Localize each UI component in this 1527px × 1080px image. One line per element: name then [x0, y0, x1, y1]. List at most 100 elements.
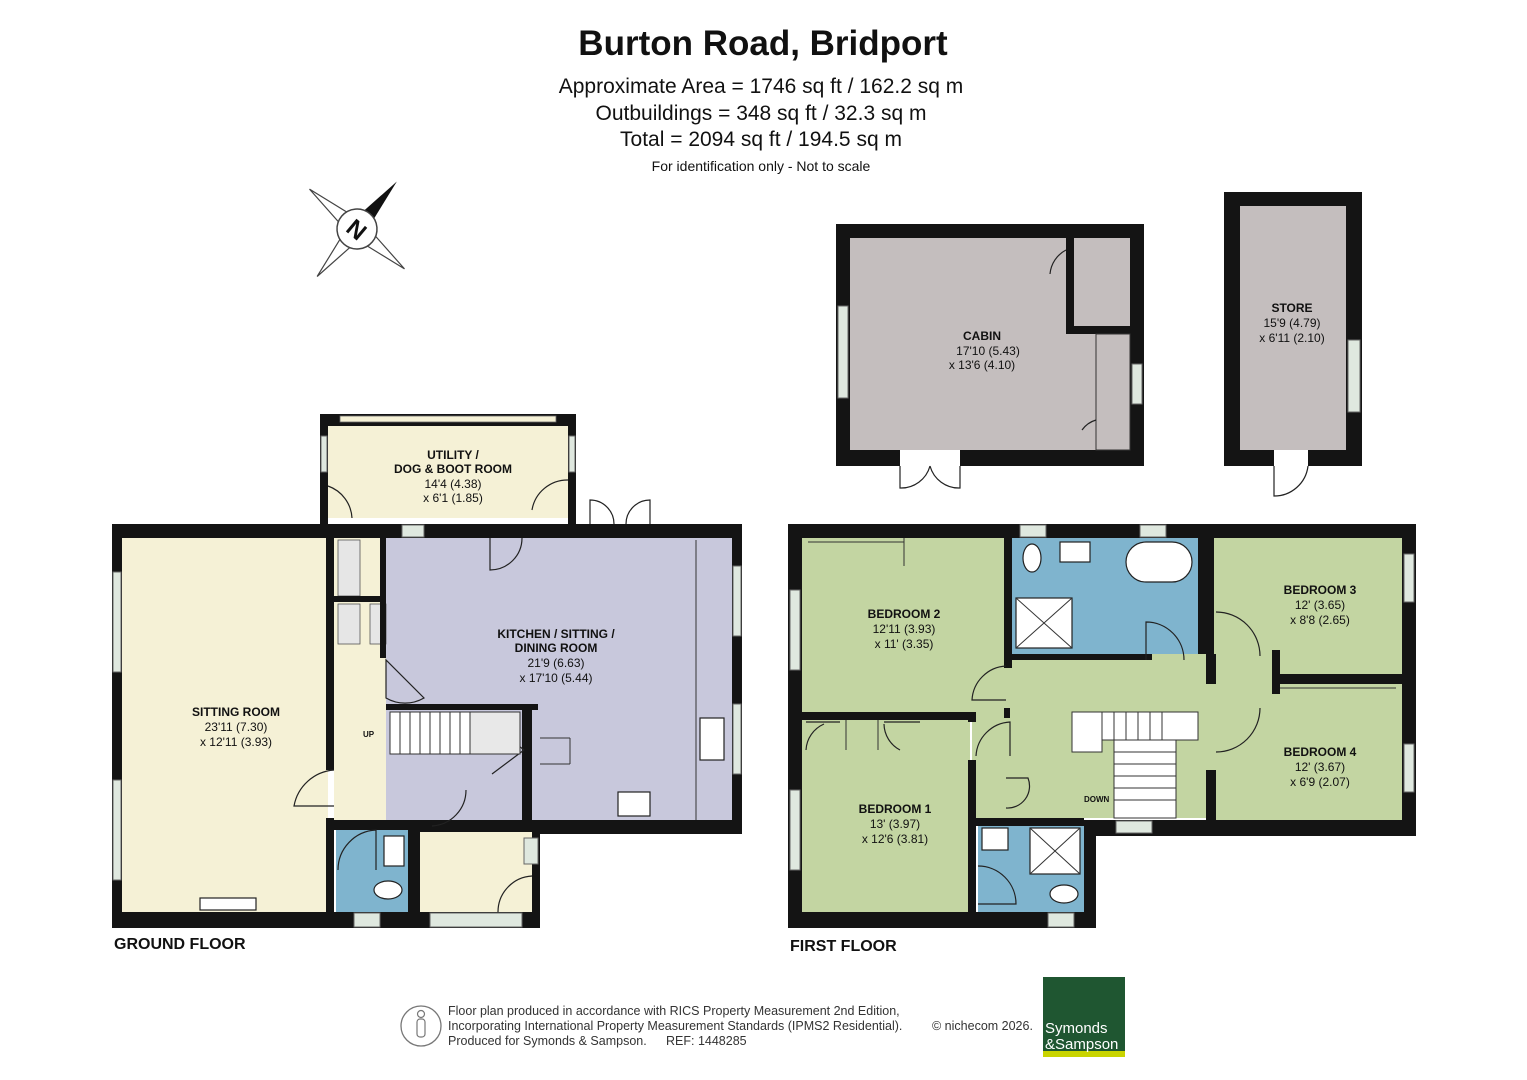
sitting-dim-2: x 12'11 (3.93) — [200, 735, 272, 749]
cabin-wall-bottom-left — [836, 450, 900, 466]
ipms-head — [416, 1009, 426, 1019]
store-room — [1240, 206, 1346, 450]
bedroom3-door — [1215, 611, 1261, 657]
cabin-dim-1: 17'10 (5.43) — [956, 344, 1020, 358]
compass-ring — [336, 208, 378, 250]
first-room-labels: BEDROOM 2 12'11 (3.93) x 11' (3.35) BEDR… — [790, 583, 1357, 955]
sitting-window-1 — [112, 571, 122, 673]
sitting-room — [122, 538, 328, 912]
ensuite-toilet — [1049, 884, 1079, 904]
bathroom-basin — [1059, 541, 1091, 563]
utility-window-top — [339, 415, 557, 423]
kitchen-dim-2: x 17'10 (5.44) — [519, 671, 592, 685]
area-line: Approximate Area = 1746 sq ft / 162.2 sq… — [559, 75, 964, 98]
first-stairs: DOWN — [1071, 711, 1199, 819]
first-stair-upper — [1071, 711, 1103, 753]
cabin-cupboard-wall — [1066, 238, 1074, 330]
first-stair-lower — [1113, 739, 1177, 819]
wc-door — [337, 829, 377, 871]
cabin-shower-area — [1095, 333, 1131, 451]
sitting-wall-top — [112, 524, 334, 538]
first-floor-label: FIRST FLOOR — [790, 938, 897, 955]
wc-basin — [383, 835, 405, 867]
bedroom3-wall-corner — [1272, 650, 1280, 694]
compass-icon: N — [309, 181, 405, 277]
stair-wall — [386, 704, 538, 710]
wc-wall-top — [334, 820, 408, 830]
store-building: STORE 15'9 (4.79) x 6'11 (2.10) — [1224, 192, 1362, 497]
footer: Floor plan produced in accordance with R… — [400, 977, 1125, 1057]
cabin-door-right — [929, 465, 961, 489]
bedroom3-dim-2: x 8'8 (2.65) — [1290, 613, 1350, 627]
bedroom2-room — [802, 538, 1006, 716]
bedroom3-wall-bottom — [1272, 674, 1402, 684]
store-wall-left — [1224, 192, 1240, 466]
store-wall-bottom-right — [1308, 450, 1362, 466]
store-window — [1347, 339, 1361, 413]
porch-door — [431, 789, 467, 827]
fireplace — [199, 897, 257, 911]
kitchen-wall-bottom — [532, 820, 742, 834]
kitchen-name-2: DINING ROOM — [515, 641, 598, 655]
kitchen-room — [386, 538, 732, 820]
kitchen-dim-1: 21'9 (6.63) — [528, 656, 585, 670]
bedroom1-window — [789, 789, 801, 871]
utility-room — [328, 426, 568, 518]
store-wall-bottom-left — [1224, 450, 1274, 466]
bedroom2-dim-2: x 11' (3.35) — [875, 637, 934, 651]
store-wall-right — [1346, 192, 1362, 466]
cupboard-1 — [337, 539, 361, 597]
cabin-cupboard-wall-bottom — [1066, 326, 1130, 334]
bedroom4-door — [1215, 707, 1261, 753]
logo-stripe — [1043, 1051, 1125, 1057]
cupboard-wall — [334, 596, 380, 602]
sitting-name: SITTING ROOM — [192, 705, 280, 719]
bedroom-divider-end — [968, 712, 976, 722]
utility-dim-1: 14'4 (4.38) — [425, 477, 482, 491]
landing-stub — [1004, 708, 1010, 718]
kitchen-hob — [617, 791, 651, 817]
porch-wall-right — [532, 820, 540, 928]
bathroom-wall-left — [1004, 538, 1012, 668]
kitchen-french-door-left — [589, 499, 615, 525]
ensuite-basin — [981, 827, 1009, 851]
porch-window-side — [523, 837, 539, 865]
cabin-cupboard-door — [1049, 249, 1067, 275]
wardrobe-bedroom1-a — [805, 721, 840, 751]
footer-line-3: Produced for Symonds & Sampson. — [448, 1034, 647, 1048]
footer-line-1: Floor plan produced in accordance with R… — [448, 1004, 900, 1018]
disclaimer: For identification only - Not to scale — [652, 158, 871, 174]
footer-copyright: © nichecom 2026. — [932, 1019, 1033, 1033]
utility-door-right — [531, 479, 569, 511]
bedroom3-room — [1214, 538, 1402, 674]
bedroom4-wall-left — [1206, 770, 1216, 826]
utility-window-right — [568, 435, 576, 473]
landing-lower — [972, 716, 1012, 820]
first-wall-bottom-right — [1084, 820, 1416, 836]
first-floor: DOWN — [788, 524, 1416, 928]
bathroom-wall-right — [1198, 538, 1214, 654]
sitting-wall-right-upper — [326, 524, 334, 770]
bedroom4-room — [1214, 684, 1402, 820]
porch-wall-top — [408, 820, 532, 832]
kitchen-wall-right — [732, 524, 742, 834]
cabin-shower-door — [1081, 419, 1097, 431]
kitchen-partition — [522, 704, 532, 820]
store-dim-1: 15'9 (4.79) — [1264, 316, 1321, 330]
ground-floor: UP — [112, 414, 742, 928]
ground-floor-label: GROUND FLOOR — [114, 936, 246, 953]
utility-door-left — [327, 485, 353, 519]
wc-toilet — [373, 880, 403, 900]
porch-window — [429, 912, 523, 928]
ensuite-wall-right — [1084, 820, 1096, 928]
bedroom3-wall-left-lower — [1206, 654, 1216, 684]
total-line: Total = 2094 sq ft / 194.5 sq m — [620, 128, 902, 151]
bathroom-bath — [1125, 541, 1193, 583]
bedroom2-window — [789, 589, 801, 671]
kitchen-window-top — [401, 524, 425, 538]
landing-cupboard-door — [1005, 777, 1031, 809]
kitchen-wall-left — [380, 538, 386, 658]
ipms-body — [416, 1018, 426, 1038]
bedroom4-dim-2: x 6'9 (2.07) — [1290, 775, 1350, 789]
